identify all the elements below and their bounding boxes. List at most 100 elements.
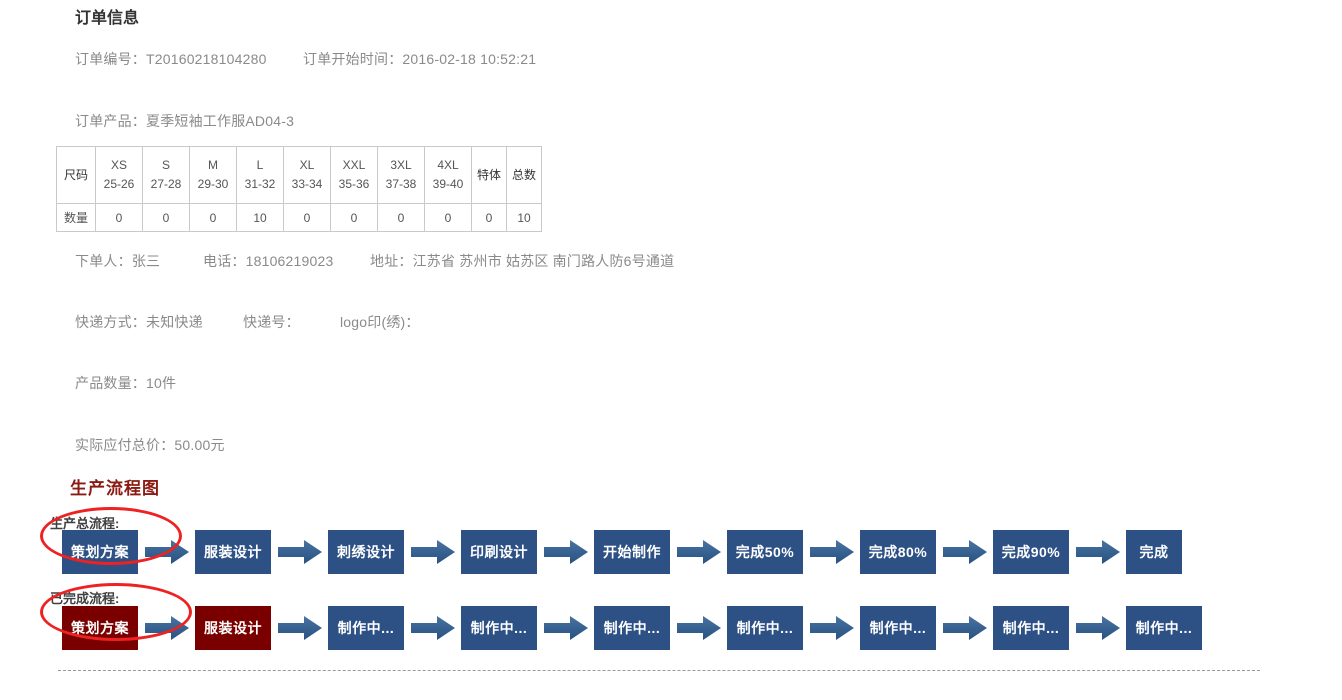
total-flow-step-4[interactable]: 印刷设计	[461, 530, 537, 574]
total-price-line: 实际应付总价：50.00元	[75, 435, 225, 455]
total-flow-arrow-5-icon	[677, 540, 721, 564]
size-name: XL	[299, 158, 315, 173]
done-flow-arrow-4-icon	[544, 616, 588, 640]
table-row: 数量 0 0 0 10 0 0 0 0 0 10	[56, 203, 542, 232]
done-flow-step-1[interactable]: 策划方案	[62, 606, 138, 650]
size-name: XS	[110, 158, 127, 173]
total-flow-arrow-4-icon	[544, 540, 588, 564]
size-range: 29-30	[197, 177, 229, 191]
order-start-time-label: 订单开始时间：	[303, 51, 403, 67]
order-number-line: 订单编号：T20160218104280	[75, 49, 267, 69]
size-name: M	[208, 158, 218, 173]
total-flow-step-2[interactable]: 服装设计	[195, 530, 271, 574]
size-row-label: 尺码	[56, 146, 96, 204]
quantity-cell: 0	[330, 203, 378, 232]
order-start-time-value: 2016-02-18 10:52:21	[402, 51, 537, 67]
total-flow-step-3[interactable]: 刺绣设计	[328, 530, 404, 574]
special-quantity-cell: 0	[471, 203, 507, 232]
done-flow-step-2[interactable]: 服装设计	[195, 606, 271, 650]
phone-line: 电话：18106219023	[203, 251, 333, 271]
order-product-label: 订单产品：	[75, 113, 146, 129]
tracking-number-label: 快递号：	[243, 314, 300, 330]
size-column-header: M 29-30	[189, 146, 237, 204]
size-range: 35-36	[338, 177, 370, 191]
quantity-cell: 0	[189, 203, 237, 232]
total-quantity-cell: 10	[506, 203, 542, 232]
address-value: 江苏省 苏州市 姑苏区 南门路人防6号通道	[412, 253, 675, 269]
table-row-header: 尺码 XS 25-26 S 27-28 M 29-30 L 31-32 XL 3…	[56, 146, 542, 204]
total-price-value: 50.00元	[174, 437, 225, 453]
done-flow-step-6[interactable]: 制作中...	[727, 606, 803, 650]
special-column-header: 特体	[471, 146, 507, 204]
done-flow-arrow-6-icon	[810, 616, 854, 640]
done-flow-arrow-7-icon	[943, 616, 987, 640]
done-flow-arrow-1-icon	[145, 616, 189, 640]
total-flow-step-9[interactable]: 完成	[1126, 530, 1182, 574]
size-range: 27-28	[150, 177, 182, 191]
order-number-value: T20160218104280	[146, 51, 267, 67]
total-flow-arrow-7-icon	[943, 540, 987, 564]
quantity-cell: 0	[424, 203, 472, 232]
bottom-divider	[58, 670, 1260, 671]
size-column-header: XL 33-34	[283, 146, 331, 204]
total-flow-step-5[interactable]: 开始制作	[594, 530, 670, 574]
quantity-row-label: 数量	[56, 203, 96, 232]
total-flow-arrow-6-icon	[810, 540, 854, 564]
total-flow-step-6[interactable]: 完成50%	[727, 530, 803, 574]
size-column-header: XXL 35-36	[330, 146, 378, 204]
order-product-value: 夏季短袖工作服AD04-3	[146, 113, 295, 129]
product-quantity-label: 产品数量：	[75, 375, 146, 391]
size-column-header: L 31-32	[236, 146, 284, 204]
done-flow-step-7[interactable]: 制作中...	[860, 606, 936, 650]
done-flow-label: 已完成流程:	[50, 591, 120, 606]
phone-value: 18106219023	[245, 253, 334, 269]
done-flow-arrow-3-icon	[411, 616, 455, 640]
orderer-value: 张三	[131, 253, 161, 269]
size-name: XXL	[342, 158, 366, 173]
shipping-method-label: 快递方式：	[75, 314, 146, 330]
size-column-header: 4XL 39-40	[424, 146, 472, 204]
total-flow-arrow-2-icon	[278, 540, 322, 564]
total-flow-step-7[interactable]: 完成80%	[860, 530, 936, 574]
size-range: 25-26	[103, 177, 135, 191]
size-name: L	[256, 158, 264, 173]
done-flow-arrow-2-icon	[278, 616, 322, 640]
total-price-label: 实际应付总价：	[75, 437, 175, 453]
logo-print-label: logo印(绣)：	[340, 314, 420, 330]
size-column-header: S 27-28	[142, 146, 190, 204]
total-flow-arrow-1-icon	[145, 540, 189, 564]
size-name: 3XL	[390, 158, 412, 173]
done-flow-step-3[interactable]: 制作中...	[328, 606, 404, 650]
done-flow-arrow-8-icon	[1076, 616, 1120, 640]
total-flow-label: 生产总流程:	[50, 516, 120, 531]
size-range: 37-38	[385, 177, 417, 191]
quantity-cell: 10	[236, 203, 284, 232]
size-name: S	[161, 158, 170, 173]
size-range: 33-34	[291, 177, 323, 191]
total-column-header: 总数	[506, 146, 542, 204]
flow-chart-title: 生产流程图	[70, 479, 160, 498]
total-flow-step-8[interactable]: 完成90%	[993, 530, 1069, 574]
done-flow-arrow-5-icon	[677, 616, 721, 640]
done-flow-step-4[interactable]: 制作中...	[461, 606, 537, 650]
size-quantity-table: 尺码 XS 25-26 S 27-28 M 29-30 L 31-32 XL 3…	[56, 146, 542, 232]
order-start-time-line: 订单开始时间：2016-02-18 10:52:21	[303, 49, 536, 69]
done-flow-step-5[interactable]: 制作中...	[594, 606, 670, 650]
done-flow-step-8[interactable]: 制作中...	[993, 606, 1069, 650]
logo-print-line: logo印(绣)：	[340, 312, 420, 332]
orderer-line: 下单人：张三	[75, 251, 160, 271]
size-column-header: XS 25-26	[95, 146, 143, 204]
page-title: 订单信息	[75, 10, 140, 27]
total-flow-arrow-8-icon	[1076, 540, 1120, 564]
order-number-label: 订单编号：	[75, 51, 146, 67]
size-range: 39-40	[432, 177, 464, 191]
size-column-header: 3XL 37-38	[377, 146, 425, 204]
quantity-cell: 0	[377, 203, 425, 232]
quantity-cell: 0	[95, 203, 143, 232]
phone-label: 电话：	[203, 253, 246, 269]
orderer-label: 下单人：	[75, 253, 132, 269]
total-flow-step-1[interactable]: 策划方案	[62, 530, 138, 574]
address-line: 地址：江苏省 苏州市 姑苏区 南门路人防6号通道	[370, 251, 674, 271]
quantity-cell: 0	[142, 203, 190, 232]
done-flow-step-9[interactable]: 制作中...	[1126, 606, 1202, 650]
